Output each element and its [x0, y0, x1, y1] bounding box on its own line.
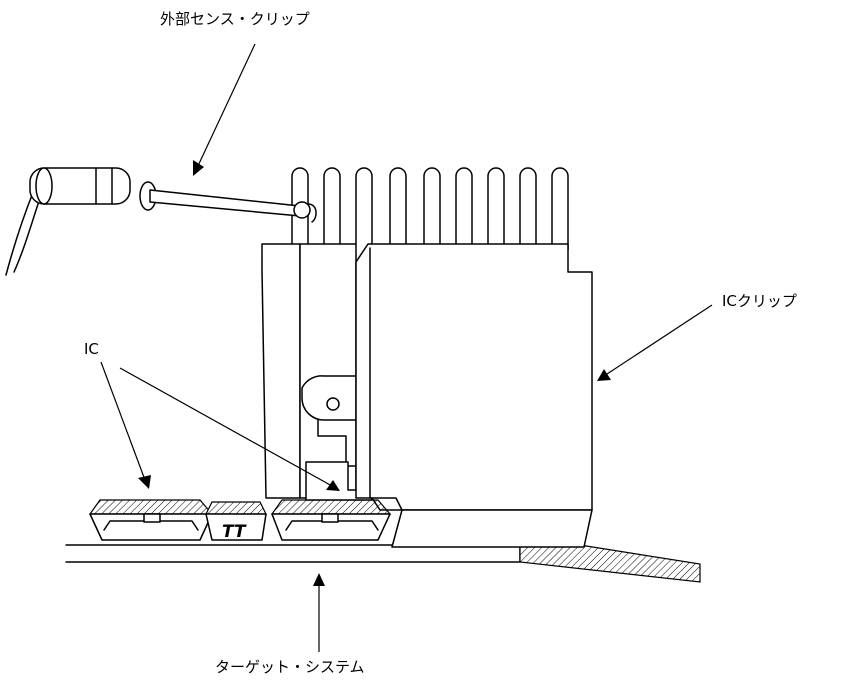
callout-arrows	[100, 43, 713, 652]
label-ic: IC	[84, 340, 99, 358]
ic-right	[270, 499, 392, 541]
target-board	[65, 544, 701, 583]
arrow-ic-clip	[603, 304, 713, 377]
clip-pins	[291, 167, 569, 250]
arrow-ic-right	[119, 367, 333, 487]
ic-clip-body	[261, 243, 593, 548]
svg-text:TT: TT	[222, 522, 247, 542]
ic-left	[88, 499, 214, 541]
arrow-ic-left	[100, 361, 146, 481]
arrow-sense-clip	[196, 43, 256, 169]
label-external-sense-clip: 外部センス・クリップ	[160, 10, 310, 28]
ic-middle: TT	[205, 501, 267, 542]
label-ic-clip: ICクリップ	[722, 292, 797, 310]
label-target-system: ターゲット・システム	[215, 658, 365, 676]
external-sense-clip	[5, 167, 317, 276]
